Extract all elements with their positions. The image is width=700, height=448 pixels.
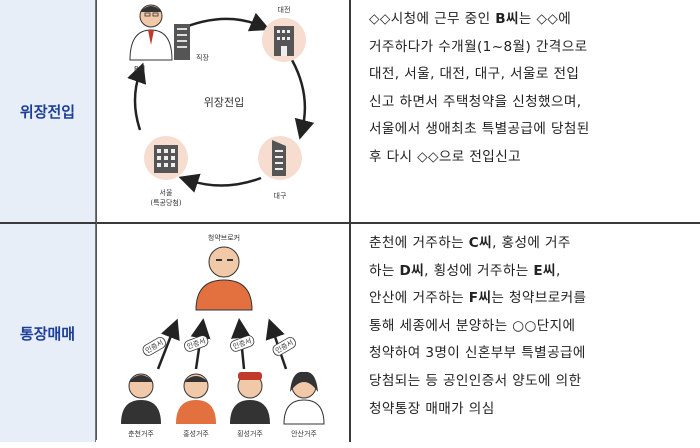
person-highlight: C씨: [468, 235, 493, 251]
description-cell: ◇◇시청에 근무 중인 B씨는 ◇◇에 거주하다가 수개월(1~8월) 간격으로…: [353, 0, 700, 222]
row-label: 위장전입: [19, 102, 76, 121]
person-highlight: B씨: [495, 11, 519, 27]
case-description: ◇◇시청에 근무 중인 B씨는 ◇◇에 거주하다가 수개월(1~8월) 간격으로…: [369, 11, 590, 165]
node-label-daegu: 대구: [274, 192, 287, 200]
building-icon: [144, 136, 188, 180]
account-trade-diagram: 청약브로커 인증서 인증서: [121, 233, 325, 438]
building-icon: [262, 18, 306, 62]
person-icon: [176, 373, 216, 424]
node-label-daejeon: 대전: [278, 5, 291, 14]
person-highlight: D씨: [399, 262, 425, 279]
building-icon: [258, 136, 302, 180]
person-location-label: 홍성거주: [183, 429, 209, 438]
cycle-arrow: [290, 59, 315, 140]
illustration-cell: 위장전입 직장 B씨: [96, 0, 351, 222]
table-row: 위장전입 위장전입: [0, 0, 700, 222]
person-highlight: E씨: [533, 262, 556, 279]
node-label-special-supply: (특공당첨): [150, 198, 181, 207]
office-building-icon: [174, 24, 190, 60]
cycle-center-label: 위장전입: [204, 96, 244, 109]
relocation-cycle-diagram: 위장전입 직장 B씨: [127, 4, 315, 207]
cycle-arrow: [177, 12, 271, 32]
person-highlight: F씨: [468, 290, 492, 307]
person-b-icon: [129, 4, 173, 61]
row-label-cell: 통장매매: [0, 224, 96, 442]
case-description: 춘천에 거주하는 C씨, 홍성에 거주 하는 D씨, 횡성에 거주하는 E씨, …: [369, 235, 587, 417]
description-cell: 춘천에 거주하는 C씨, 홍성에 거주 하는 D씨, 횡성에 거주하는 E씨, …: [353, 224, 700, 442]
certificate-tag: 인증서: [184, 335, 209, 352]
broker-icon: [195, 246, 253, 311]
row-label-cell: 위장전입: [0, 0, 96, 222]
transfer-arrow: [156, 318, 180, 370]
person-location-label: 춘천거주: [128, 429, 154, 438]
person-icon: [121, 373, 161, 424]
column-divider: [96, 0, 97, 440]
person-icon: [283, 371, 325, 425]
node-label-seoul: 서울: [160, 188, 173, 197]
person-location-label: 횡성거주: [237, 429, 263, 438]
table-row: 통장매매 청약브로커: [0, 222, 700, 442]
person-location-label: 안산거주: [291, 429, 317, 438]
cycle-arrow: [178, 173, 262, 193]
person-icon: [230, 372, 270, 424]
office-label: 직장: [196, 53, 209, 62]
broker-label: 청약브로커: [208, 233, 240, 242]
row-label: 통장매매: [19, 324, 76, 343]
certificate-tag: 인증서: [230, 335, 255, 352]
person-label: B씨: [134, 65, 145, 73]
cycle-arrow: [127, 62, 147, 131]
illustration-cell: 청약브로커 인증서 인증서: [96, 224, 351, 442]
